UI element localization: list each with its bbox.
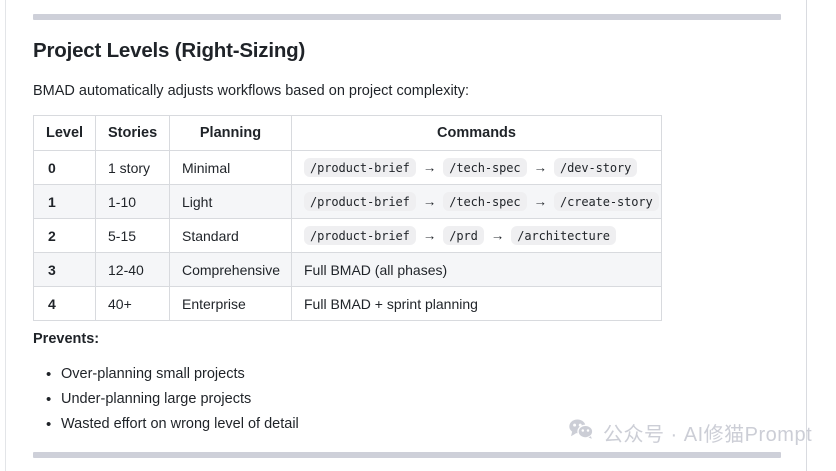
table-header: Level Stories Planning Commands [33, 115, 662, 151]
cell-commands: /product-brief → /tech-spec → /dev-story [291, 150, 662, 185]
arrow-icon: → [533, 193, 548, 209]
command-chip: /tech-spec [443, 158, 527, 177]
divider-bottom [33, 452, 781, 458]
intro-paragraph: BMAD automatically adjusts workflows bas… [33, 83, 469, 99]
divider-top [33, 14, 781, 20]
command-text: Full BMAD + sprint planning [304, 295, 478, 312]
cell-stories: 1-10 [95, 184, 170, 219]
arrow-icon: → [422, 193, 437, 209]
command-chip: /product-brief [304, 158, 416, 177]
cell-planning: Minimal [169, 150, 292, 185]
cell-commands: /product-brief → /tech-spec → /create-story [291, 184, 662, 219]
cell-stories: 40+ [95, 286, 170, 321]
cell-level: 1 [33, 184, 96, 219]
cell-planning: Comprehensive [169, 252, 292, 287]
command-sequence: /product-brief → /prd → /architecture [304, 226, 649, 245]
cell-planning: Light [169, 184, 292, 219]
table-header-row: Level Stories Planning Commands [33, 115, 662, 151]
column-header-commands: Commands [291, 115, 662, 151]
column-header-level: Level [33, 115, 96, 151]
cell-stories: 1 story [95, 150, 170, 185]
document-content: Project Levels (Right-Sizing) BMAD autom… [33, 0, 812, 471]
page-title: Project Levels (Right-Sizing) [33, 39, 306, 62]
cell-level: 3 [33, 252, 96, 287]
wechat-icon [569, 419, 594, 446]
page-right-border [806, 0, 807, 471]
command-chip: /prd [443, 226, 484, 245]
command-sequence: /product-brief → /tech-spec → /dev-story [304, 158, 649, 177]
cell-planning: Standard [169, 218, 292, 253]
arrow-icon: → [422, 159, 437, 175]
command-chip: /product-brief [304, 192, 416, 211]
arrow-icon: → [422, 227, 437, 243]
cell-level: 0 [33, 150, 96, 185]
watermark: 公众号 · AI修猫Prompt [569, 418, 812, 447]
cell-commands: Full BMAD + sprint planning [291, 286, 662, 321]
prevents-list: Over-planning small projectsUnder-planni… [33, 362, 299, 437]
cell-commands: /product-brief → /prd → /architecture [291, 218, 662, 253]
cell-planning: Enterprise [169, 286, 292, 321]
command-sequence: /product-brief → /tech-spec → /create-story [304, 192, 659, 211]
column-header-stories: Stories [95, 115, 170, 151]
cell-stories: 5-15 [95, 218, 170, 253]
cell-level: 2 [33, 218, 96, 253]
list-item: Over-planning small projects [46, 362, 299, 387]
command-chip: /architecture [511, 226, 616, 245]
watermark-text: 公众号 · AI修猫Prompt [603, 424, 813, 446]
command-text: Full BMAD (all phases) [304, 261, 448, 278]
command-chip: /tech-spec [443, 192, 527, 211]
page-left-border [5, 0, 6, 471]
cell-stories: 12-40 [95, 252, 170, 287]
column-header-planning: Planning [169, 115, 292, 151]
prevents-heading: Prevents: [33, 331, 100, 347]
arrow-icon: → [533, 159, 548, 175]
list-item: Under-planning large projects [46, 387, 299, 412]
list-item: Wasted effort on wrong level of detail [46, 412, 299, 437]
command-chip: /product-brief [304, 226, 416, 245]
command-chip: /create-story [554, 192, 659, 211]
command-chip: /dev-story [554, 158, 638, 177]
cell-commands: Full BMAD (all phases) [291, 252, 662, 287]
cell-level: 4 [33, 286, 96, 321]
arrow-icon: → [490, 227, 505, 243]
